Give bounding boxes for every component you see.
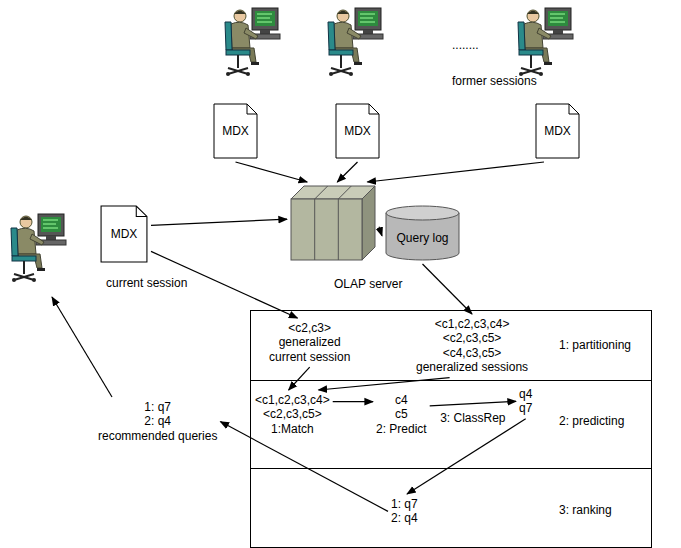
return-arrow [52, 297, 112, 397]
text-group: c4c52: Predict [376, 393, 427, 436]
text-group: 1: q72: q4 [391, 497, 418, 526]
page-fold [369, 104, 379, 114]
page-fold [136, 206, 147, 216]
node-text: MDX [344, 124, 371, 138]
mdx-document: MDX [100, 205, 148, 263]
node-text: <c1,c2,c3,c4> [416, 317, 528, 331]
connector-arrow [220, 422, 388, 512]
connector-arrow [430, 401, 516, 406]
server-top [291, 186, 375, 199]
page [101, 206, 147, 262]
note-label: current session [106, 276, 187, 290]
node-text: 2: Predict [376, 422, 427, 436]
connector-arrow [333, 401, 373, 402]
server-box [290, 185, 376, 261]
olap-server: OLAP server [290, 185, 376, 261]
note-label: ........ [452, 38, 479, 52]
node-text: Query log [396, 231, 448, 245]
stage-band: 3: ranking 1: q72: q4 [250, 468, 652, 548]
connector-arrow [423, 264, 473, 314]
user-icon [225, 8, 280, 76]
node-text: MDX [222, 124, 249, 138]
mdx-document: MDX [335, 103, 380, 159]
node-text: 1: q7 [98, 400, 217, 414]
text-group: q4q7 [519, 387, 532, 416]
text-group: <c1,c2,c3,c4><c2,c3,c5><c4,c3,c5>general… [416, 317, 528, 375]
server-side [362, 186, 375, 260]
user-icon [518, 8, 573, 76]
cylinder-top [386, 206, 459, 220]
node-text: q7 [519, 401, 532, 415]
query-log-cylinder: Query log [385, 205, 460, 261]
node-text: c4 [376, 393, 427, 407]
connector-arrow [151, 219, 287, 225]
page-fold [247, 104, 257, 114]
node-text: <c2,c3> [269, 321, 350, 335]
connector-arrow [236, 162, 308, 182]
stage-label: 1: partitioning [559, 338, 631, 352]
text-group: <c1,c2,c3,c4><c2,c3,c5>1:Match [255, 393, 330, 436]
server-divider [338, 186, 351, 199]
connector-arrow [367, 162, 544, 182]
node-text: 2: q4 [391, 511, 418, 525]
connector-arrow [379, 227, 382, 236]
node-text: 1:Match [255, 422, 330, 436]
page [214, 104, 257, 158]
stage-label: 2: predicting [559, 414, 624, 428]
node-text: <c4,c3,c5> [416, 346, 528, 360]
text-group: <c2,c3>generalizedcurrent session [269, 321, 350, 364]
node-text: MDX [111, 227, 138, 241]
connector-arrow [337, 162, 357, 182]
user-icon [11, 214, 66, 282]
server-divider [338, 199, 339, 260]
page [336, 104, 379, 158]
node-text: c5 [376, 407, 427, 421]
node-text: generalized [269, 335, 350, 349]
node-text: OLAP server [334, 277, 402, 291]
connector-arrow [289, 367, 310, 390]
node-text: MDX [544, 124, 571, 138]
mdx-document: MDX [535, 103, 580, 159]
server-divider [314, 199, 315, 260]
node-text: 1: q7 [391, 497, 418, 511]
node-text: <c1,c2,c3,c4> [255, 393, 330, 407]
server-divider [315, 186, 328, 199]
server-front [291, 199, 362, 260]
stage-band: 1: partitioning <c2,c3>generalizedcurrent… [250, 310, 652, 381]
node-text: <c2,c3,c5> [416, 331, 528, 345]
node-text: recommended queries [98, 429, 217, 443]
edge-label: 3: ClassRep [438, 411, 507, 425]
node-text: current session [269, 350, 350, 364]
node-text: <c2,c3,c5> [255, 407, 330, 421]
note-label: former sessions [452, 74, 537, 88]
text-group: 1: q72: q4recommended queries [98, 400, 217, 443]
page [536, 104, 579, 158]
node-text: q4 [519, 387, 532, 401]
mdx-document: MDX [213, 103, 258, 159]
page-fold [569, 104, 579, 114]
node-text: 2: q4 [98, 414, 217, 428]
user-icon [328, 8, 383, 76]
node-text: generalized sessions [416, 360, 528, 374]
stage-label: 3: ranking [559, 503, 612, 517]
